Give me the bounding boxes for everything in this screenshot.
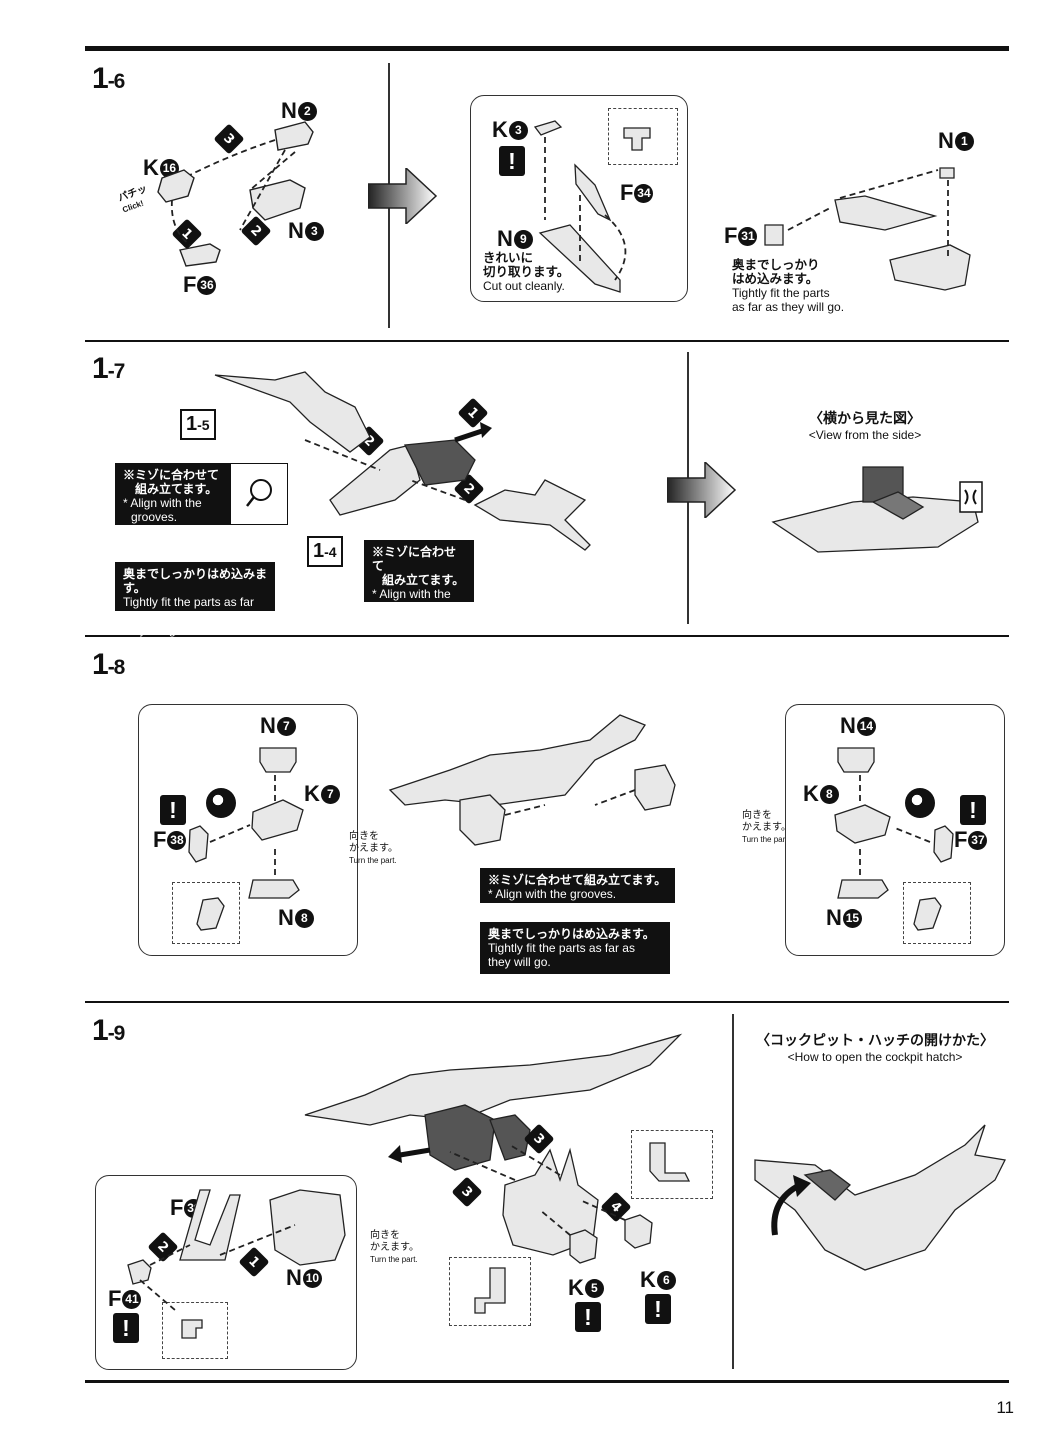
k5-inset [449,1257,531,1326]
align-grooves-note-center: ※ミゾに合わせて 組み立てます。 * Align with the groove… [364,540,474,615]
caution-icon-f37: ! [960,795,986,825]
step16-detail-illustration [533,120,627,293]
k3-inset-part [623,127,651,151]
tight-fit-note-18: 奥までしっかりはめ込みます。 Tightly fit the parts as … [480,922,670,974]
k5-inset-part [474,1267,506,1314]
page-number: 11 [996,1398,1014,1417]
cut-cleanly-note: きれいに 切り取ります。 Cut out cleanly. [483,251,570,293]
dot-color-icon-left [206,788,236,818]
step17-assembly-illustration [214,371,591,551]
step19-upper-illustration [304,1033,683,1171]
align-grooves-note-18: ※ミゾに合わせて組み立てます。 * Align with the grooves… [480,868,675,903]
side-view-header: 〈横から見た図〉 <View from the side> [808,410,922,442]
bottom-rule [85,1380,1009,1383]
turn-part-note-19: 向きを かえます。 Turn the part. [370,1230,419,1264]
divider-2 [85,635,1009,637]
ref-step-1-5: 1-5 [180,409,216,440]
caution-icon-k5: ! [575,1302,601,1332]
top-rule [85,46,1009,51]
turn-part-note-left: 向きを かえます。 Turn the part. [349,831,398,865]
step19-divider [732,1014,734,1369]
step-number-1-6: 1-6 [92,62,125,95]
step16-main-illustration [764,167,971,291]
f38-inset [172,882,240,944]
tight-fit-note-17: 奥までしっかりはめ込みます。 Tightly fit the parts as … [115,562,275,637]
f41-inset [162,1302,228,1359]
step18-left-illustration [188,747,304,931]
ref-step-1-4: 1-4 [307,536,343,567]
step-number-1-7: 1-7 [92,352,125,385]
step16-assembly-illustration [157,121,314,267]
next-arrow [368,168,438,224]
step-number-1-9: 1-9 [92,1014,125,1047]
side-view-illustration [771,466,983,553]
caution-icon-f38: ! [160,795,186,825]
magnifier-icon [246,479,272,507]
k6-inset [631,1130,713,1199]
k6-inset-part [649,1142,691,1182]
cockpit-hatch-header: 〈コックピット・ハッチの開けかた〉 <How to open the cockp… [756,1032,994,1064]
step19-left-illustration [127,1189,346,1339]
step-number-1-8: 1-8 [92,648,125,681]
caution-icon-k6: ! [645,1294,671,1324]
dot-color-icon-right [905,788,935,818]
step19-center-illustration [449,1144,653,1264]
divider-3 [85,1001,1009,1003]
tight-fit-note: 奥までしっかり はめ込みます。 Tightly fit the parts as… [732,258,845,314]
k3-inset [608,108,678,165]
step18-left-box [138,704,358,956]
align-grooves-note-left: ※ミゾに合わせて 組み立てます。 * Align with the groove… [115,463,230,525]
step18-center-illustration [388,714,676,846]
f37-inset [903,882,971,944]
divider-1 [85,340,1009,342]
next-arrow-17 [667,462,737,518]
step18-right-box [785,704,1005,956]
cockpit-hatch-illustration [754,1124,1006,1271]
magnifier-icon-box [230,463,288,525]
caution-icon-f41: ! [113,1313,139,1343]
caution-icon: ! [499,146,525,176]
turn-part-note-right: 向きを かえます。 Turn the part. [742,810,791,844]
step18-right-illustration [834,747,954,931]
